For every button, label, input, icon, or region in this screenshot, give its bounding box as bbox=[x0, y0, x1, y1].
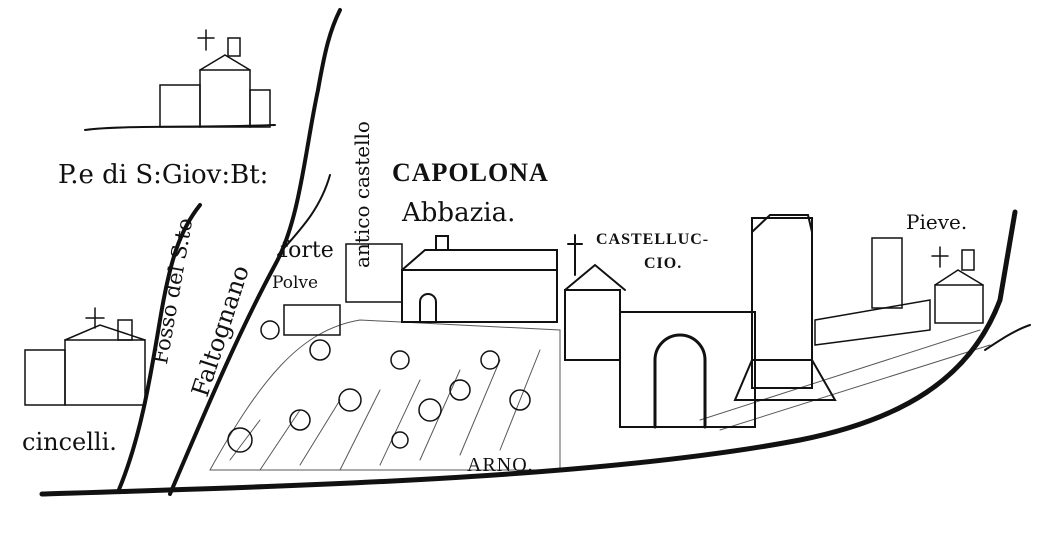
pieve-church bbox=[814, 237, 984, 346]
label-cincelli: cincelli. bbox=[22, 428, 117, 456]
label-polve: Polve bbox=[272, 273, 319, 293]
faltognano-branch bbox=[277, 174, 331, 256]
label-castelluccio-line2: CIO. bbox=[644, 255, 683, 272]
fosso-stream bbox=[116, 203, 202, 494]
trees bbox=[227, 320, 531, 453]
label-pieve-s-giovanni: P.e di S:Giov:Bt: bbox=[58, 160, 269, 190]
capolona-abbey bbox=[401, 235, 558, 323]
arno-river-line bbox=[39, 209, 1018, 497]
label-arno: ARNO. bbox=[467, 454, 534, 476]
village-s-giovanni bbox=[84, 29, 276, 131]
castelluccio bbox=[564, 214, 837, 429]
village-cincelli bbox=[24, 307, 146, 406]
label-pieve: Pieve. bbox=[906, 210, 968, 234]
label-abbazia: Abbazia. bbox=[402, 198, 516, 228]
faltognano-stream bbox=[168, 8, 342, 496]
label-castelluccio-line1: CASTELLUC- bbox=[596, 231, 710, 248]
label-forte: forte bbox=[280, 238, 334, 263]
label-antico-castello: antico castello bbox=[350, 121, 374, 268]
river-branch bbox=[984, 324, 1031, 351]
label-capolona: CAPOLONA bbox=[392, 158, 549, 187]
